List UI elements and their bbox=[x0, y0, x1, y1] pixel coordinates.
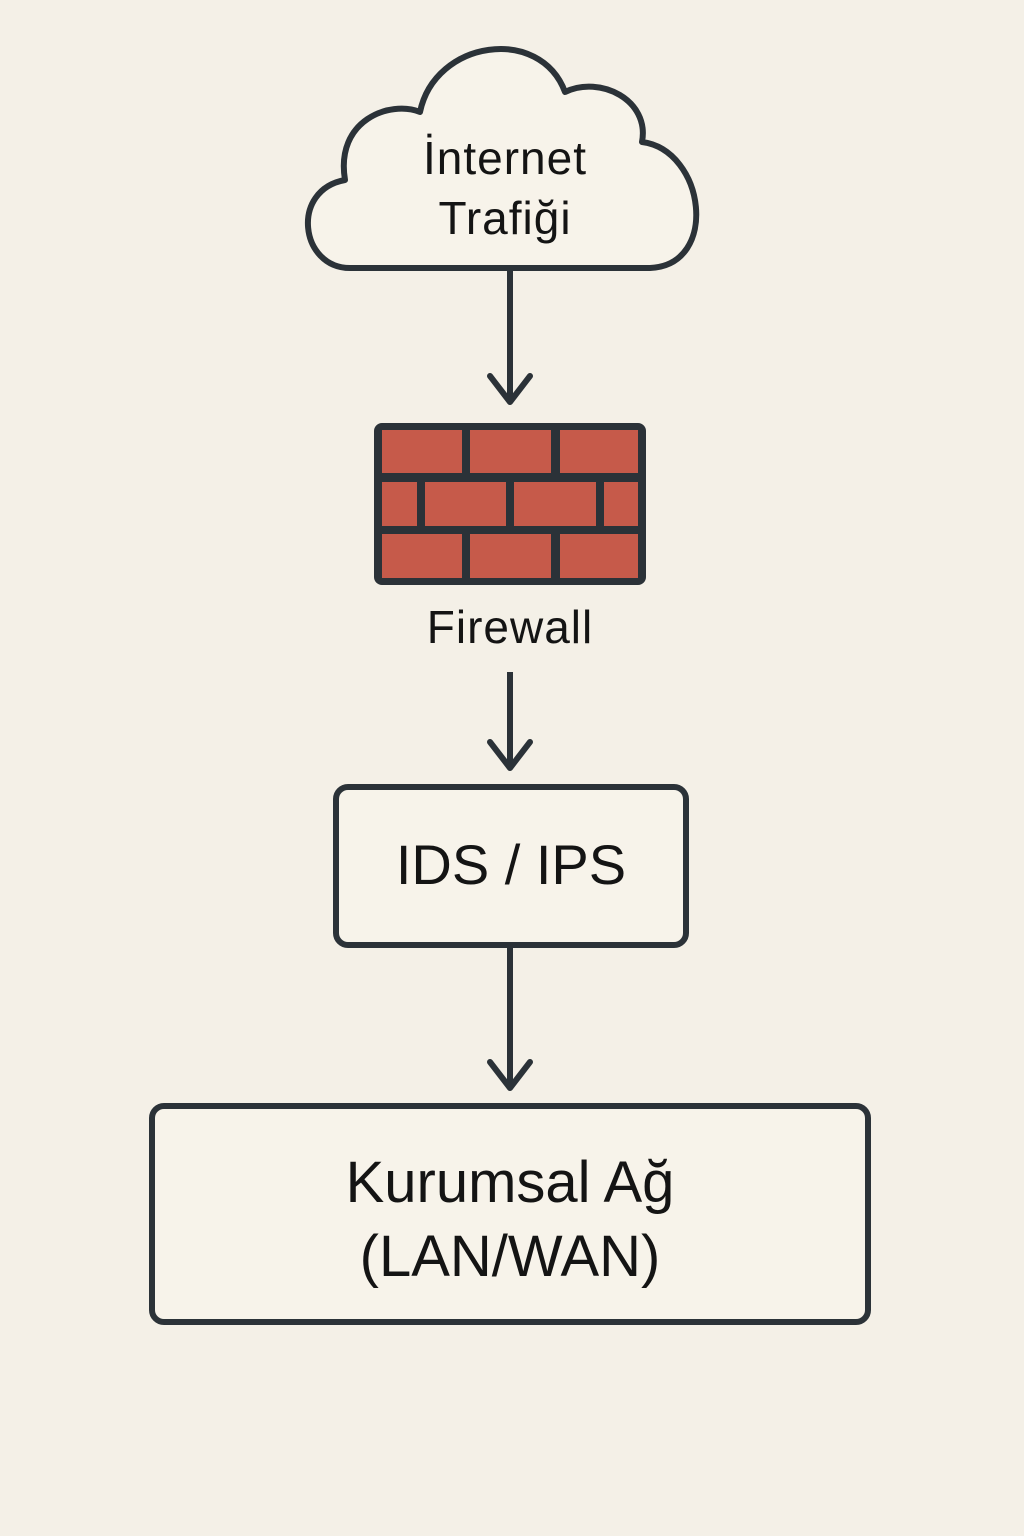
arrow-ids-to-lan bbox=[487, 945, 533, 1091]
corporate-network-box bbox=[149, 1103, 871, 1325]
lan-label-line2: (LAN/WAN) bbox=[359, 1224, 661, 1289]
brick bbox=[382, 534, 462, 578]
brick bbox=[514, 482, 596, 526]
internet-label-line1: İnternet bbox=[423, 132, 587, 184]
brick bbox=[382, 430, 462, 473]
lan-label-line1: Kurumsal Ağ bbox=[345, 1150, 675, 1215]
brick bbox=[382, 482, 417, 526]
brick bbox=[560, 534, 638, 578]
brick bbox=[604, 482, 638, 526]
cloud-shape bbox=[305, 46, 700, 271]
brick bbox=[470, 430, 551, 473]
corporate-network-label: Kurumsal Ağ (LAN/WAN) bbox=[152, 1146, 868, 1294]
firewall-label: Firewall bbox=[426, 601, 594, 653]
ids-ips-label: IDS / IPS bbox=[395, 833, 627, 896]
brick bbox=[560, 430, 638, 473]
arrow-cloud-to-firewall bbox=[487, 270, 533, 405]
internet-label-line2: Trafiği bbox=[438, 192, 572, 244]
brick bbox=[470, 534, 551, 578]
firewall-icon bbox=[374, 423, 646, 585]
arrow-firewall-to-ids bbox=[487, 672, 533, 771]
brick bbox=[425, 482, 506, 526]
internet-traffic-label: İnternet Trafiği bbox=[360, 128, 650, 248]
